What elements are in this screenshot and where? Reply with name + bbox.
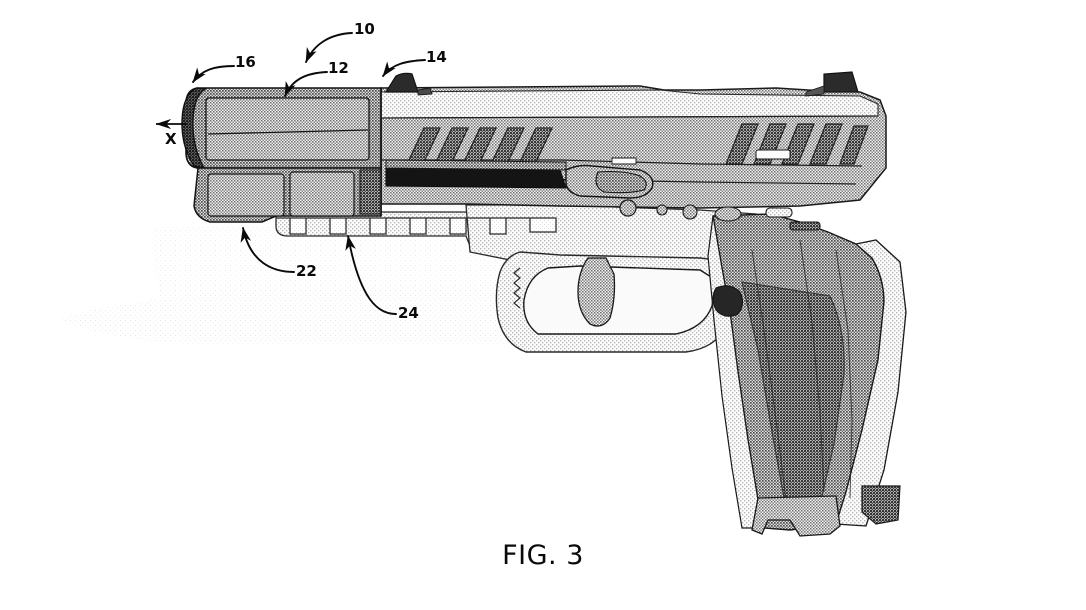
reference-numeral-10: 10 — [354, 20, 375, 38]
reference-numeral-12: 12 — [328, 59, 349, 77]
reference-numeral-22: 22 — [296, 262, 317, 280]
muzzle-device — [181, 87, 382, 223]
reference-numeral-16: 16 — [235, 53, 256, 71]
rear-sight — [805, 71, 859, 97]
leader-14 — [382, 59, 426, 77]
figure-caption: FIG. 3 — [502, 540, 584, 571]
takedown-lever — [565, 164, 654, 199]
trigger-guard — [495, 251, 737, 353]
grip — [707, 213, 907, 537]
leader-lines — [192, 32, 426, 315]
reference-numeral-24: 24 — [398, 304, 419, 322]
x-axis-label: X — [165, 130, 177, 148]
trigger — [577, 257, 616, 327]
slide — [380, 85, 887, 209]
slide-serrations-front — [407, 127, 553, 163]
leader-24 — [345, 235, 397, 315]
leader-12 — [284, 71, 328, 97]
leader-16 — [192, 65, 235, 83]
front-sight — [384, 72, 433, 96]
frame-pins — [619, 199, 821, 231]
accessory-rail — [276, 217, 557, 235]
leader-22 — [240, 227, 295, 273]
leader-10 — [305, 32, 353, 63]
reference-numeral-14: 14 — [426, 48, 447, 66]
magazine-release-button — [712, 285, 744, 317]
